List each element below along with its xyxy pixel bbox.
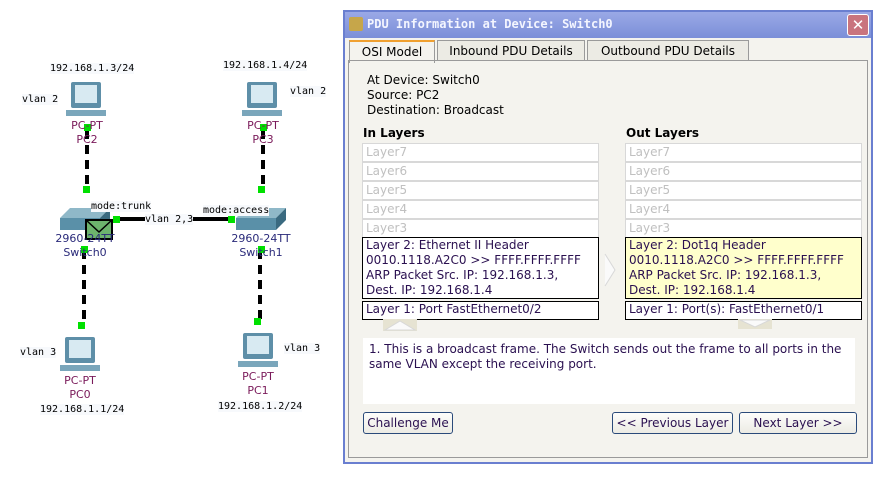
in-layer-6[interactable]: Layer6	[362, 162, 599, 181]
device-name: PC0	[69, 388, 91, 401]
ip-label: 192.168.1.2/24	[218, 401, 303, 412]
layer-line: Layer 2: Dot1q Header	[629, 238, 766, 252]
out-layer-1[interactable]: Layer 1: Port(s): FastEthernet0/1	[625, 301, 862, 320]
port-led	[258, 246, 265, 253]
layer-line: ARP Packet Src. IP: 192.168.1.3,	[629, 268, 822, 282]
port-led	[81, 246, 88, 253]
device-type: PC-PT	[242, 370, 274, 383]
vlan-label: vlan 2	[290, 86, 327, 97]
layer-line: 0010.1118.A2C0 >> FFFF.FFFF.FFFF	[629, 253, 844, 267]
layer-line: 0010.1118.A2C0 >> FFFF.FFFF.FFFF	[366, 253, 581, 267]
device-name: PC3	[252, 133, 274, 146]
in-layer-3[interactable]: Layer3	[362, 219, 599, 238]
device-name: PC2	[76, 133, 98, 146]
device-type: 2960-24TT	[231, 232, 291, 245]
device-type: 2960-24TT	[55, 232, 115, 245]
chevron-up-icon	[383, 319, 417, 331]
port-led	[84, 124, 91, 131]
out-layers-heading: Out Layers	[626, 126, 700, 140]
at-device: At Device: Switch0	[367, 73, 480, 87]
device-name: PC1	[247, 384, 269, 397]
pc-icon	[60, 337, 100, 371]
access-mode-label: mode:access	[203, 205, 270, 216]
source: Source: PC2	[367, 88, 440, 102]
pdu-info-dialog: PDU Information at Device: Switch0 ✕ OSI…	[343, 10, 873, 464]
chevron-right-icon	[604, 253, 616, 287]
ip-label: 192.168.1.1/24	[40, 404, 125, 415]
out-layer-5[interactable]: Layer5	[625, 181, 862, 200]
port-led	[228, 216, 235, 223]
out-layer-7[interactable]: Layer7	[625, 143, 862, 162]
tab-inbound-pdu-details[interactable]: Inbound PDU Details	[437, 40, 585, 61]
port-led	[258, 186, 265, 193]
layer-line: ARP Packet Src. IP: 192.168.1.3,	[366, 268, 559, 282]
device-type: PC-PT	[64, 374, 96, 387]
pc-icon	[242, 82, 282, 116]
device-type: PC-PT	[247, 119, 279, 132]
pdu-envelope-icon	[85, 219, 113, 240]
vlan-label: vlan 3	[284, 343, 321, 354]
in-layer-1[interactable]: Layer 1: Port FastEthernet0/2	[362, 301, 599, 320]
out-layer-6[interactable]: Layer6	[625, 162, 862, 181]
in-layers-heading: In Layers	[363, 126, 425, 140]
ip-label: 192.168.1.3/24	[50, 63, 135, 74]
vlan-link-label: vlan 2,3	[145, 214, 194, 225]
out-layer-3[interactable]: Layer3	[625, 219, 862, 238]
pc-icon	[238, 333, 278, 367]
in-layer-4[interactable]: Layer4	[362, 200, 599, 219]
next-layer-button[interactable]: Next Layer >>	[739, 412, 857, 434]
title-bar[interactable]: PDU Information at Device: Switch0 ✕	[345, 12, 871, 38]
device-name: Switch0	[63, 246, 107, 259]
in-layer-5[interactable]: Layer5	[362, 181, 599, 200]
challenge-me-button[interactable]: Challenge Me	[363, 412, 453, 434]
device-type: PC-PT	[71, 119, 103, 132]
chevron-down-icon	[738, 319, 772, 329]
dialog-title: PDU Information at Device: Switch0	[367, 17, 613, 31]
port-led	[260, 124, 267, 131]
app-icon	[349, 17, 363, 31]
port-led	[254, 318, 261, 325]
layer-line: Dest. IP: 192.168.1.4	[366, 283, 493, 297]
tab-osi-model[interactable]: OSI Model	[349, 40, 435, 63]
layer-description: 1. This is a broadcast frame. The Switch…	[363, 338, 855, 404]
ip-label: 192.168.1.4/24	[223, 60, 308, 71]
out-layer-4[interactable]: Layer4	[625, 200, 862, 219]
layer-line: Dest. IP: 192.168.1.4	[629, 283, 756, 297]
in-layer-7[interactable]: Layer7	[362, 143, 599, 162]
vlan-label: vlan 2	[22, 94, 59, 105]
device-name: Switch1	[239, 246, 283, 259]
port-led	[113, 216, 120, 223]
port-led	[83, 186, 90, 193]
vlan-label: vlan 3	[20, 347, 57, 358]
layer-line: Layer 2: Ethernet II Header	[366, 238, 529, 252]
pc-icon	[66, 82, 106, 116]
topology-links	[60, 82, 286, 371]
trunk-mode-label: mode:trunk	[91, 201, 152, 212]
osi-model-panel: At Device: Switch0 Source: PC2 Destinati…	[348, 60, 868, 458]
previous-layer-button[interactable]: << Previous Layer	[612, 412, 733, 434]
destination: Destination: Broadcast	[367, 103, 504, 117]
close-icon[interactable]: ✕	[847, 14, 869, 36]
tab-outbound-pdu-details[interactable]: Outbound PDU Details	[587, 40, 749, 61]
port-led	[78, 322, 85, 329]
